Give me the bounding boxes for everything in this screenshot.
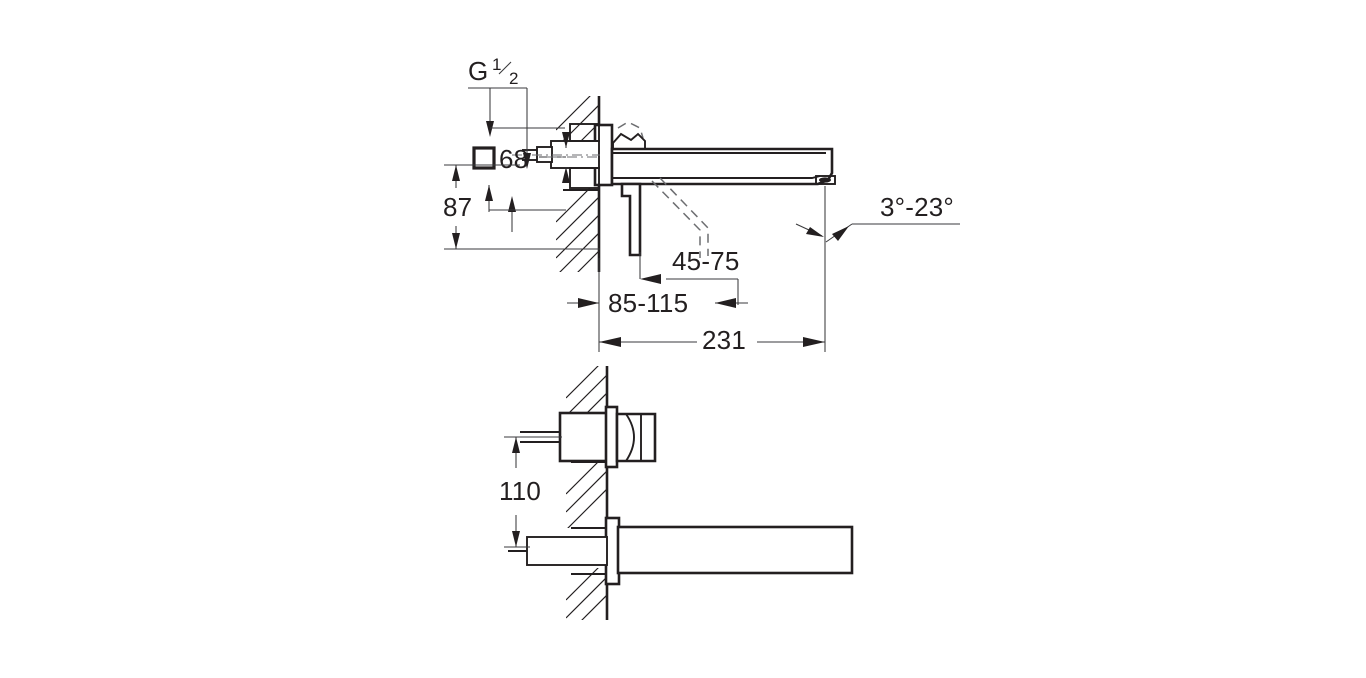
aerator-housing [815, 175, 836, 185]
dimension-85-115-value: 85-115 [608, 288, 688, 318]
handle-base-block [558, 411, 609, 463]
dimension-110-value: 110 [499, 476, 541, 506]
dim-110-arrow-down [512, 531, 520, 547]
inlet-flange-lower [569, 167, 600, 189]
dimension-87: 87 [443, 164, 600, 250]
handle-swing-inner [659, 177, 709, 256]
dim-85-115-arrow-right [715, 298, 736, 308]
annotation-outlet-angle: 3°-23° [795, 192, 960, 243]
spout-assembly-lower [508, 516, 854, 586]
fraction-slash [498, 61, 512, 75]
dimension-thread-g-half: G 1 2 [468, 55, 565, 169]
handle-swing-outer [651, 180, 701, 258]
inlet-flange-upper [569, 123, 600, 142]
spout-arm-upper [610, 147, 834, 186]
square-symbol-glyph [472, 146, 496, 170]
dimension-231-value: 231 [702, 325, 746, 355]
handle-escutcheon [604, 405, 619, 469]
dim-87-arrow-up [452, 165, 460, 181]
dim-231-arrow-right [803, 337, 825, 347]
angle-leader-arrow [832, 226, 849, 241]
front-elevation-view: 110 [499, 366, 854, 620]
dim-87-second-arrow [485, 185, 493, 201]
dimension-45-75-value: 45-75 [672, 246, 740, 276]
aerator-insert [819, 177, 831, 183]
wall-hatch-bottom [556, 188, 600, 272]
dimension-g-numerator: 1 [492, 55, 501, 74]
handle-lever-outer [615, 412, 657, 463]
dimension-square-68: 68 [472, 132, 600, 183]
handle-swing-arc [651, 177, 709, 258]
lever-handle-upper [620, 182, 642, 257]
spout-body-lower [616, 525, 854, 575]
handle-lever-curve [625, 413, 635, 462]
dim-231-arrow-left [599, 337, 621, 347]
dimension-110: 110 [499, 436, 562, 548]
dimension-85-115: 85-115 [567, 288, 748, 318]
wall-hatch-lower-b [566, 462, 608, 528]
dimension-68-value: 68 [499, 144, 528, 174]
dim-68-arrow-bottom [562, 167, 570, 183]
spout-outlet-aerator [815, 175, 836, 185]
dimension-45-75: 45-75 [639, 246, 740, 305]
side-elevation-view: G 1 2 68 [443, 55, 960, 355]
dimension-angle-value: 3°-23° [880, 192, 954, 222]
g-arrow-right [523, 153, 531, 169]
handle-assembly-lower [520, 405, 657, 469]
dim-110-arrow-up [512, 437, 520, 453]
g-arrow-left [486, 121, 494, 137]
wall-hatch-lower-a [566, 366, 608, 424]
dim-85-115-arrow-left [578, 298, 599, 308]
wall-section-lower [566, 366, 609, 620]
angle-pointer-arrow [806, 227, 824, 237]
lever-handle-body [620, 182, 642, 257]
spout-inlet-block [526, 536, 608, 566]
dimension-g-denominator: 2 [509, 69, 518, 88]
dimension-g-label: G [468, 56, 488, 86]
dim-68-arrow-top [562, 132, 570, 148]
dim-87-inner-arrow [508, 196, 516, 212]
dimension-231: 231 [598, 186, 826, 355]
cartridge-hidden-top [617, 121, 644, 139]
dim-45-75-arrow [640, 274, 661, 284]
dimension-87-value: 87 [443, 192, 472, 222]
dim-87-arrow-down [452, 233, 460, 249]
